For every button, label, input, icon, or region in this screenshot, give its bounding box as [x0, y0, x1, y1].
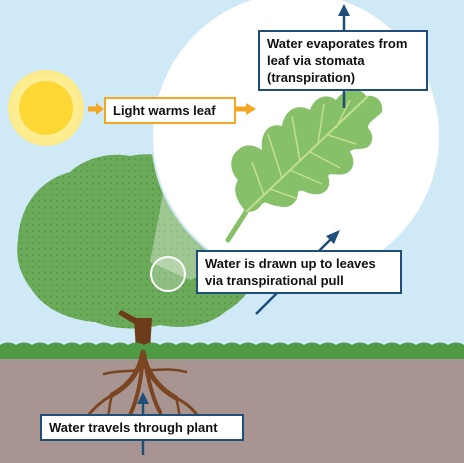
- tree-trunk: [118, 310, 152, 350]
- grass-edge: [0, 342, 464, 350]
- soil: [0, 358, 464, 463]
- label-water-travels-through-plant: Water travels through plant: [40, 414, 244, 441]
- label-evaporates-from-leaf: Water evaporates from leaf via stomata (…: [258, 30, 428, 91]
- oak-leaf-icon: [225, 89, 383, 243]
- magnifier-circle: [150, 256, 186, 292]
- label-light-warms-leaf: Light warms leaf: [104, 97, 236, 124]
- label-water-drawn-up: Water is drawn up to leaves via transpir…: [196, 250, 402, 294]
- light-arrow: [88, 103, 256, 115]
- sun-icon: [8, 70, 84, 146]
